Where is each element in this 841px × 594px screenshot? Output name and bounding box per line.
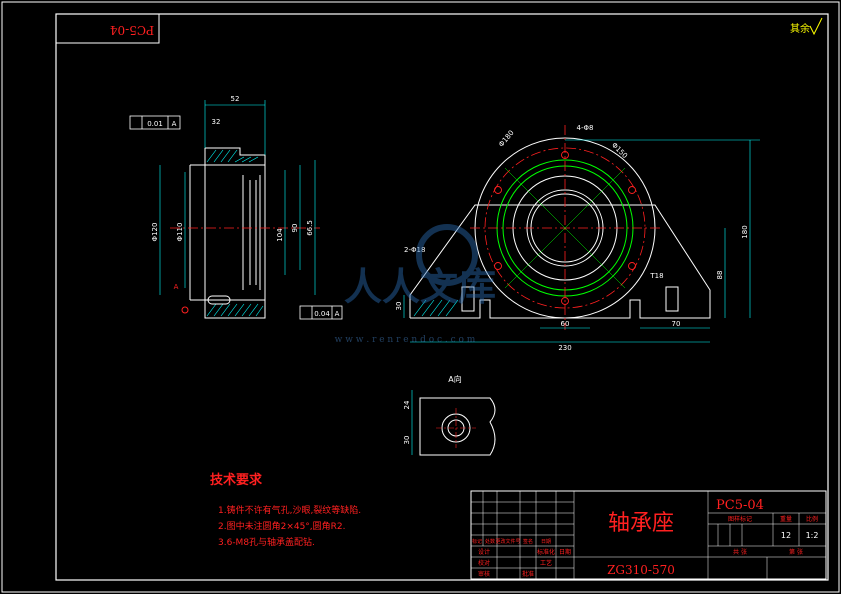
tech-req-item: 3.6-M8孔与轴承盖配钻. [218, 536, 315, 548]
tolerance-frame [129, 115, 181, 130]
scale-label: 比例 [806, 515, 818, 523]
dim-center-height: 88 [716, 271, 724, 280]
weight-label: 重量 [780, 515, 792, 523]
watermark-brand: 人人文库 [344, 265, 496, 309]
head-cell: 日期 [541, 539, 551, 545]
bottom-tol-ref: A [335, 310, 340, 318]
dim-d1: 104 [276, 228, 284, 242]
stage-label: 图样标记 [728, 515, 752, 523]
dim-height-total: 180 [741, 225, 749, 238]
tol-value: 0.01 [147, 120, 163, 128]
dim-dia-outer: Φ120 [151, 223, 159, 242]
dim-top-width: 52 [231, 95, 240, 103]
dim-width-total: 230 [558, 344, 571, 352]
watermark: 人人文库 w w w . r e n r e n d o c . c o m [335, 224, 496, 345]
dim-bolt-circle: Φ180 [497, 129, 515, 149]
col2-label: 日期 [559, 548, 571, 556]
technical-requirements: 技术要求 1.铸件不许有气孔,沙眼,裂纹等缺陷. 2.图中未注圆角2×45°,圆… [210, 472, 361, 548]
tech-req-title: 技术要求 [210, 472, 263, 488]
role-label: 设计 [478, 548, 490, 556]
role-label: 批准 [522, 570, 534, 578]
dim-dia-bore: Φ110 [176, 223, 184, 242]
scale-value: 1:2 [806, 531, 819, 540]
role-label: 校对 [478, 559, 490, 567]
dim-holes2: 2-Φ18 [404, 246, 425, 254]
dim-spacing: 60 [561, 320, 570, 328]
front-view: 4-Φ8 Φ180 Φ150 2-Φ18 180 88 30 60 230 70… [395, 124, 760, 352]
side-section-view: 52 32 0.01 A Φ120 Φ110 104 90 66.5 A 0.0… [129, 95, 343, 320]
watermark-logo-icon [416, 224, 478, 286]
weight-value: 12 [781, 531, 791, 540]
code-box [55, 13, 160, 44]
dim-d2: 90 [291, 224, 299, 233]
tech-req-item: 2.图中未注圆角2×45°,圆角R2. [218, 520, 346, 532]
head-cell: 更改文件号 [495, 538, 520, 545]
role-label: 审核 [478, 570, 490, 578]
watermark-url: w w w . r e n r e n d o c . c o m [335, 335, 476, 345]
dim-small-hole: 4-Φ8 [577, 124, 594, 132]
head-cell: 签名 [523, 538, 533, 545]
view-a-dim-h2: 30 [403, 436, 411, 445]
drawing-number: PC5-04 [716, 498, 764, 513]
col2-label: 工艺 [540, 559, 552, 567]
dim-gap: 32 [212, 118, 221, 126]
part-name: 轴承座 [608, 511, 674, 536]
sheet2-label: 第 张 [789, 548, 803, 556]
sheet-label: 共 张 [733, 548, 747, 556]
view-a: A向 24 30 [403, 374, 496, 456]
tech-req-item: 1.铸件不许有气孔,沙眼,裂纹等缺陷. [218, 504, 361, 516]
corner-roughness-mark: 其余 [790, 22, 810, 35]
datum-label: A [174, 283, 179, 291]
head-cell: 标记 [472, 538, 482, 545]
material: ZG310-570 [607, 563, 675, 577]
dim-pcd: Φ150 [610, 141, 629, 160]
title-block: 标记 处数 更改文件号 签名 日期 设计 校对 审核 批准 标准化 工艺 日期 … [470, 490, 827, 580]
bottom-tolerance-frame [299, 305, 343, 320]
roughness-symbol-icon [809, 17, 823, 36]
dim-right-width: 70 [672, 320, 681, 328]
dim-t-mark: T18 [649, 272, 663, 280]
datum-circle-icon [181, 306, 189, 314]
head-cell: 处数 [485, 538, 495, 545]
dim-base-height: 30 [395, 302, 403, 311]
tol-ref: A [172, 120, 177, 128]
col2-label: 标准化 [537, 548, 555, 556]
view-a-dim-h1: 24 [403, 400, 411, 409]
bottom-tol-value: 0.04 [314, 310, 330, 318]
dim-d3: 66.5 [306, 220, 314, 236]
mirrored-drawing-code: PC5-04 [110, 23, 155, 37]
view-a-label: A向 [448, 374, 461, 384]
drawing-frame [55, 13, 829, 581]
